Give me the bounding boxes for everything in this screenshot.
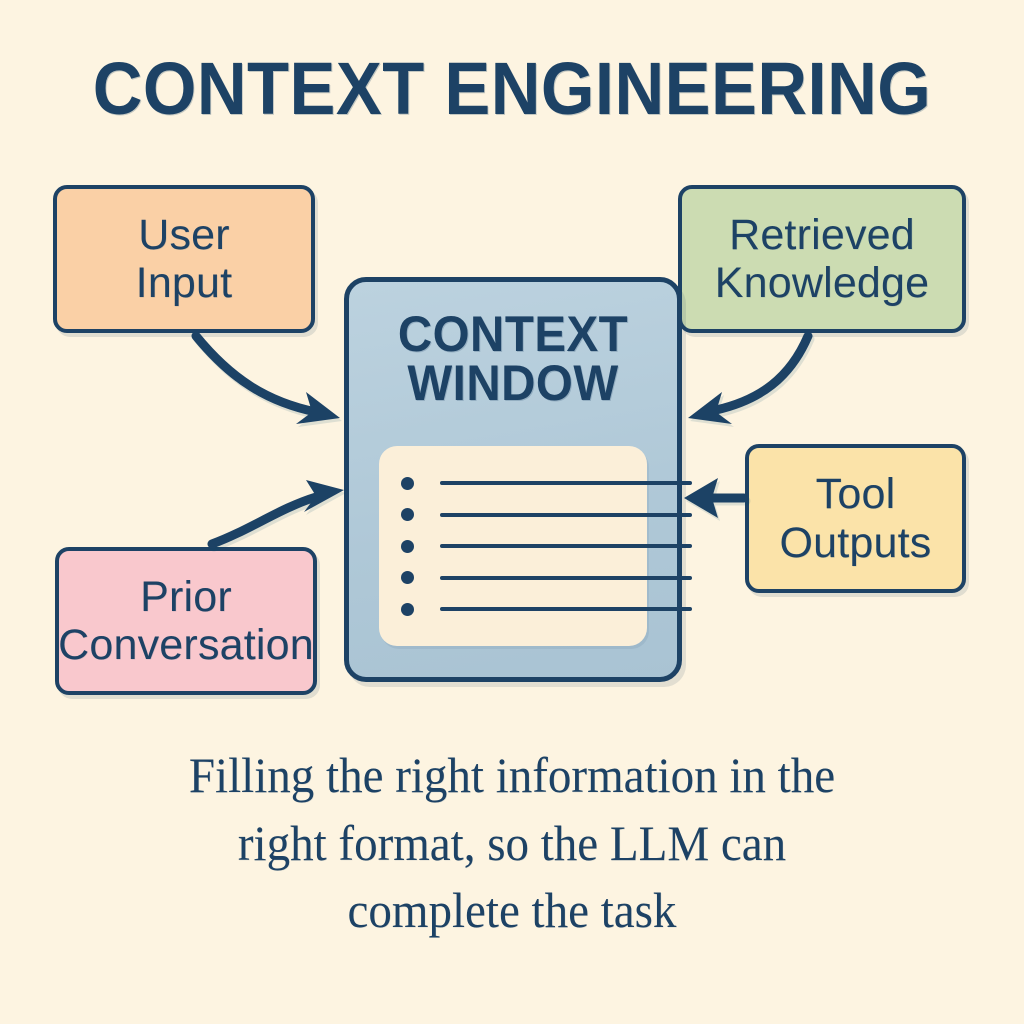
caption-text: Filling the right information in the rig… [136, 742, 888, 945]
context-window-list-item [379, 602, 692, 616]
context-window-list-item [379, 508, 692, 521]
context-window-list-item [379, 571, 692, 584]
box-tool-outputs[interactable]: Tool Outputs [745, 444, 966, 593]
box-retrieved-knowledge-line1: Retrieved [729, 210, 915, 259]
box-user-input-line2: Input [135, 259, 233, 307]
context-window-list-line [440, 607, 692, 611]
box-retrieved-knowledge-line2: Knowledge [714, 259, 930, 307]
context-window-list-line [440, 544, 692, 548]
box-prior-conversation-line2: Conversation [58, 621, 314, 669]
box-user-input-line1: User [138, 210, 230, 259]
arrow-retrieved-knowledge-to-context-window [688, 331, 813, 424]
arrow-prior-conversation-to-context-window [207, 480, 344, 549]
box-user-input[interactable]: User Input [53, 185, 315, 333]
context-window-title-line1: CONTEXT [397, 306, 629, 362]
caption-line-3: complete the task [347, 882, 677, 938]
bullet-icon [401, 602, 414, 616]
context-window-panel[interactable]: CONTEXT WINDOW [344, 277, 692, 682]
context-window-list-line [440, 481, 692, 485]
arrow-tool-outputs-to-context-window [684, 478, 749, 518]
context-window-title: CONTEXT WINDOW [357, 306, 669, 411]
box-prior-conversation-line1: Prior [140, 572, 232, 621]
page-title: CONTEXT ENGINEERING [92, 47, 932, 130]
context-window-content-card [379, 446, 692, 646]
bullet-icon [401, 571, 414, 584]
caption-line-2: right format, so the LLM can [237, 814, 787, 871]
arrow-user-input-to-context-window [191, 331, 340, 424]
context-window-title-line2: WINDOW [407, 355, 619, 411]
bullet-icon [401, 476, 414, 490]
box-prior-conversation[interactable]: Prior Conversation [55, 547, 317, 695]
context-window-list-item [379, 476, 692, 490]
box-tool-outputs-line2: Outputs [779, 518, 932, 567]
caption-line-1: Filling the right information in the [188, 747, 836, 803]
context-window-list-line [440, 575, 692, 580]
box-retrieved-knowledge[interactable]: Retrieved Knowledge [678, 185, 966, 333]
context-window-list-item [379, 539, 692, 553]
box-tool-outputs-line1: Tool [815, 470, 896, 519]
bullet-icon [401, 539, 414, 553]
context-window-list-line [440, 512, 692, 517]
bullet-icon [401, 508, 414, 521]
